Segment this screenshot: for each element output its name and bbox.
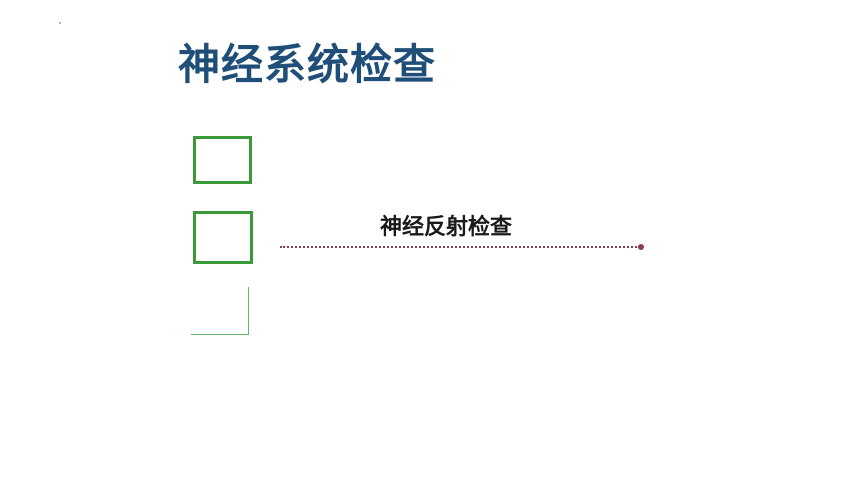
dotted-connector-line [280, 246, 640, 248]
connector-end-dot [638, 244, 644, 250]
outline-box-first [193, 136, 252, 184]
corner-dot [59, 22, 61, 24]
outline-box-third [191, 287, 249, 335]
item-label: 神经反射检查 [380, 215, 513, 240]
outline-box-second [193, 211, 253, 264]
page-title: 神经系统检查 [178, 40, 437, 89]
